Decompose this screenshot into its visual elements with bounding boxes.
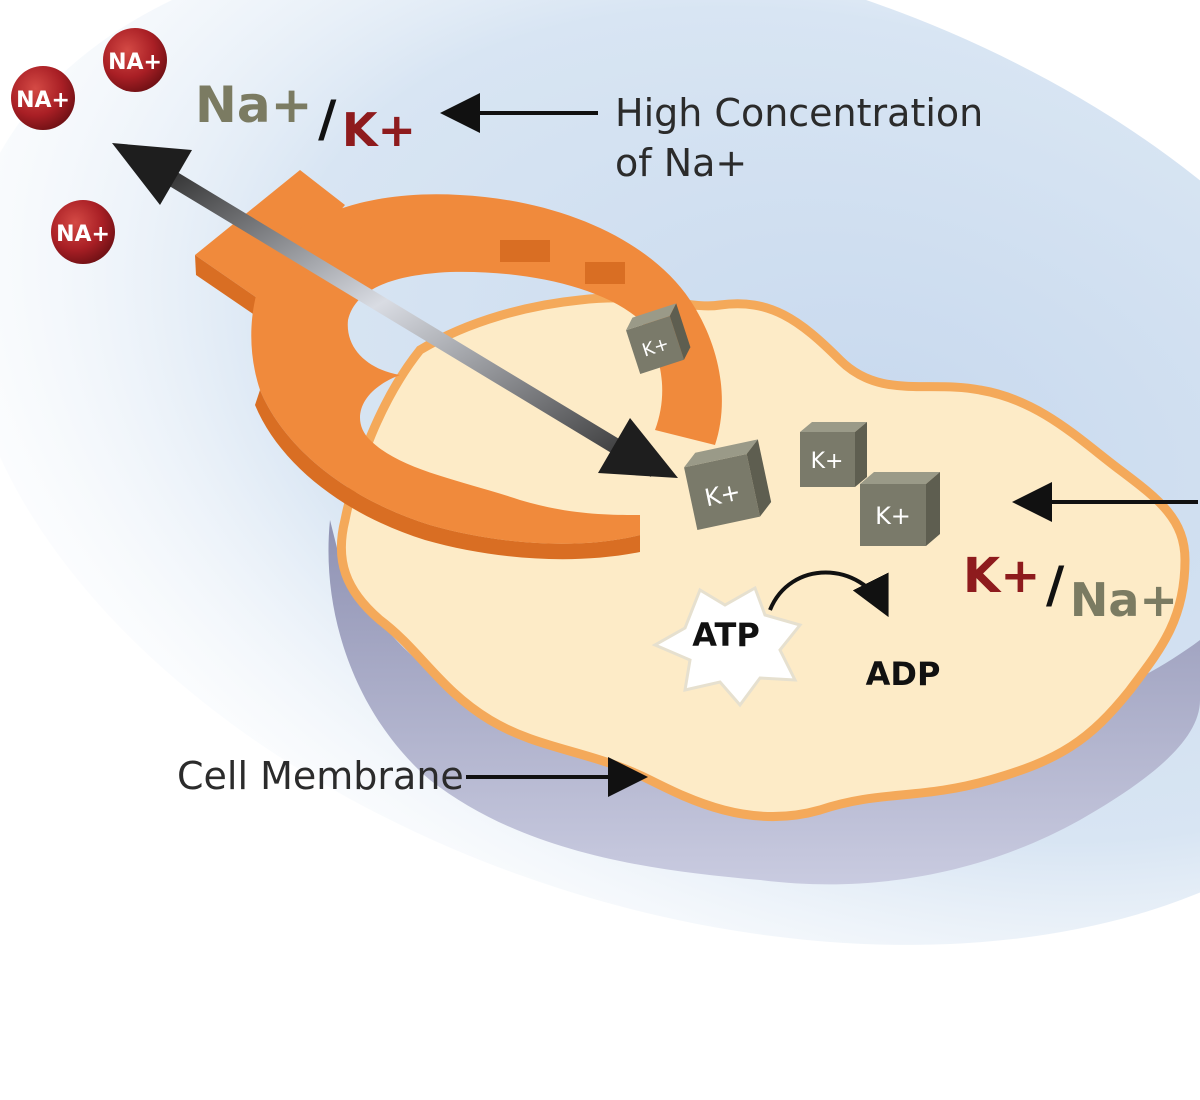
atp-to-adp-arrow: [768, 570, 889, 618]
outside-ratio-label: Na+ / K+: [195, 76, 416, 157]
svg-text:K+: K+: [811, 449, 844, 474]
sodium-ion: NA+: [51, 200, 115, 264]
cell-membrane-label: Cell Membrane: [177, 754, 464, 798]
potassium-cube: K+: [800, 422, 867, 487]
svg-text:K+: K+: [875, 502, 911, 530]
membrane-base: [328, 520, 1200, 885]
potassium-cube: K+: [626, 303, 691, 374]
svg-text:NA+: NA+: [56, 222, 110, 247]
atp-label: ATP: [692, 616, 760, 654]
svg-text:NA+: NA+: [108, 50, 162, 75]
inside-ratio-label: K+ / Na+: [963, 548, 1178, 627]
atp-burst: [651, 585, 803, 708]
adp-label: ADP: [866, 655, 941, 693]
transport-rod: [150, 161, 660, 477]
transport-arrow-in: [598, 418, 678, 478]
transport-arrow-out: [112, 143, 192, 205]
potassium-cube: K+: [684, 439, 772, 530]
svg-text:NA+: NA+: [16, 88, 70, 113]
cell-interior: [336, 293, 1190, 822]
sodium-ion: NA+: [103, 28, 167, 92]
potassium-cube: K+: [860, 472, 940, 546]
sodium-ion: NA+: [11, 66, 75, 130]
high-concentration-label: High Concentration of Na+: [615, 91, 995, 185]
